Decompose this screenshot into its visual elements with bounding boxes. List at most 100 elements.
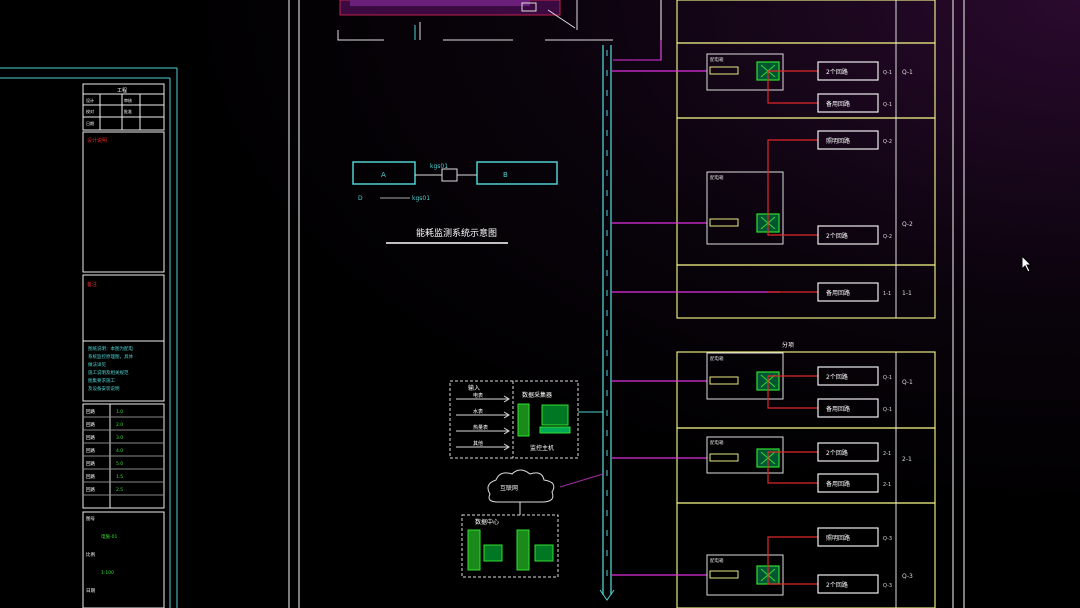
svg-text:Q-2: Q-2 (883, 234, 892, 240)
svg-text:配电箱: 配电箱 (710, 56, 724, 63)
circuit-box (817, 93, 879, 113)
svg-text:输入: 输入 (468, 384, 480, 392)
svg-text:4.0: 4.0 (116, 448, 123, 454)
computer-icon (534, 544, 554, 562)
title-block: 工程 设计 审核 校对 批准 日期 设计说明 备注 图纸说明：本图为配电系统监控… (0, 67, 178, 608)
svg-text:系统监控原理图，具体: 系统监控原理图，具体 (88, 353, 133, 360)
svg-text:1.5: 1.5 (116, 474, 123, 480)
svg-text:Q-1: Q-1 (902, 69, 913, 76)
svg-text:其他: 其他 (473, 440, 483, 447)
svg-text:Q-2: Q-2 (902, 221, 913, 228)
feeder-line (767, 223, 818, 236)
svg-text:配电箱: 配电箱 (710, 439, 724, 446)
svg-text:施工说明及相关规范: 施工说明及相关规范 (88, 369, 129, 376)
svg-text:图纸说明：本图为配电: 图纸说明：本图为配电 (88, 345, 133, 352)
arrow-icon (503, 427, 510, 435)
feeder-line (767, 139, 818, 223)
svg-text:设计: 设计 (86, 97, 94, 103)
svg-text:3.0: 3.0 (116, 435, 123, 441)
section-label: 分项 (782, 341, 794, 349)
circuit-box (817, 442, 879, 462)
main-bus (599, 45, 615, 601)
svg-text:回路: 回路 (86, 434, 95, 441)
svg-text:设计说明: 设计说明 (87, 137, 107, 144)
svg-text:2个回路: 2个回路 (826, 373, 848, 381)
feeder-line (767, 71, 818, 104)
feeder-line (767, 451, 818, 458)
svg-text:Q-1: Q-1 (883, 70, 892, 76)
legend-box-b (476, 161, 558, 185)
meter-icon (709, 376, 739, 385)
svg-text:A: A (381, 171, 386, 179)
meter-box (706, 171, 784, 245)
svg-text:Q-2: Q-2 (883, 139, 892, 145)
svg-text:回路: 回路 (86, 447, 95, 454)
feeder-line (767, 381, 818, 409)
svg-text:D: D (358, 195, 363, 202)
svg-text:审核: 审核 (124, 97, 132, 103)
mouse-cursor-icon (1021, 255, 1033, 273)
svg-text:2.0: 2.0 (116, 422, 123, 428)
circuit-box (817, 61, 879, 81)
svg-text:校对: 校对 (86, 108, 94, 114)
svg-text:回路: 回路 (86, 408, 95, 415)
meter-icon (709, 218, 739, 227)
panel-section (676, 502, 936, 608)
svg-text:及设备安装说明: 及设备安装说明 (88, 385, 120, 392)
feeder-line (767, 375, 818, 381)
svg-text:1:100: 1:100 (101, 570, 114, 576)
svg-text:互联网: 互联网 (500, 484, 518, 492)
circuit-box (817, 473, 879, 493)
meter-box (706, 53, 784, 91)
legend-meter (441, 168, 458, 182)
feeder-line (767, 458, 818, 484)
svg-text:2-1: 2-1 (883, 451, 891, 457)
svg-text:照明回路: 照明回路 (826, 137, 850, 145)
svg-text:回路: 回路 (86, 473, 95, 480)
svg-text:Q-3: Q-3 (902, 573, 913, 580)
computer-icon (483, 544, 503, 562)
svg-text:2-1: 2-1 (902, 456, 912, 463)
meter-icon (709, 66, 739, 75)
svg-text:日期: 日期 (86, 120, 94, 126)
svg-text:Q-1: Q-1 (883, 407, 892, 413)
svg-text:Q-1: Q-1 (902, 379, 913, 386)
svg-text:监控主机: 监控主机 (530, 444, 554, 452)
svg-text:备用回路: 备用回路 (826, 100, 850, 108)
cloud-icon (487, 469, 555, 503)
legend-box-a (352, 161, 416, 185)
meter-icon (709, 570, 739, 579)
svg-text:2-1: 2-1 (883, 482, 891, 488)
svg-text:1-1: 1-1 (902, 290, 912, 297)
circuit-box (817, 225, 879, 245)
svg-text:配电箱: 配电箱 (710, 174, 724, 181)
svg-text:热量表: 热量表 (473, 424, 488, 431)
drawing-frame (288, 0, 965, 608)
svg-text:备用回路: 备用回路 (826, 480, 850, 488)
svg-text:2个回路: 2个回路 (826, 232, 848, 240)
svg-text:Q-1: Q-1 (883, 375, 892, 381)
svg-text:日期: 日期 (86, 588, 95, 594)
svg-text:图号: 图号 (86, 516, 95, 522)
svg-text:Q-3: Q-3 (883, 583, 892, 589)
circuit-box (817, 366, 879, 386)
arrow-icon (503, 411, 510, 419)
meter-icon (709, 453, 739, 462)
svg-text:数据中心: 数据中心 (475, 518, 499, 526)
svg-text:B: B (503, 171, 508, 179)
circuit-box (817, 282, 879, 302)
circuit-box (817, 398, 879, 418)
svg-text:回路: 回路 (86, 421, 95, 428)
legend-title: 能耗监测系统示意图 (416, 227, 497, 239)
server-icon (517, 403, 530, 437)
svg-text:比例: 比例 (86, 551, 95, 558)
server-icon (516, 529, 530, 571)
svg-text:kgs01: kgs01 (430, 163, 448, 170)
svg-text:电表: 电表 (473, 392, 483, 399)
arrow-icon (503, 443, 510, 451)
